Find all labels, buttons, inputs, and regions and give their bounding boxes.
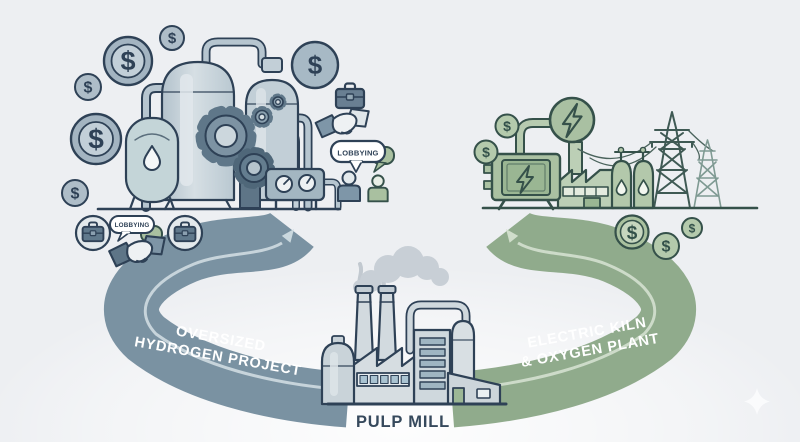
pulp-mill: PULP MILL xyxy=(320,246,508,431)
right-road-arrow-icon xyxy=(506,229,519,243)
briefcase-badge xyxy=(74,214,112,252)
dome-tank-large xyxy=(160,60,236,211)
mill-sawtooth-building xyxy=(350,346,416,406)
transmission-tower-icon xyxy=(693,139,722,209)
water-drop-icon xyxy=(615,179,628,196)
handshake-icon xyxy=(108,235,166,268)
dollar-coin-icon: $ xyxy=(614,214,650,250)
dollar-coin-icon: $ xyxy=(69,112,123,166)
electric-kiln-scene: $ $ $ $ $ xyxy=(473,96,759,260)
svg-text:$: $ xyxy=(71,186,80,203)
droplet-tank xyxy=(124,116,180,211)
svg-text:$: $ xyxy=(120,46,135,76)
mill-tall-building xyxy=(412,328,452,406)
svg-text:LOBBYING: LOBBYING xyxy=(337,149,378,158)
water-drop-icon xyxy=(637,179,650,196)
lobbying-speech-bubble: LOBBYING xyxy=(329,139,395,173)
briefcase-icon xyxy=(173,221,197,243)
handshake-icon xyxy=(314,108,370,139)
svg-text:LOBBYING: LOBBYING xyxy=(115,222,150,229)
svg-text:$: $ xyxy=(168,30,177,47)
briefcase-icon xyxy=(334,82,366,110)
briefcase-icon xyxy=(81,221,105,243)
hydrogen-plant-scene: $ $ $ $ $ $ xyxy=(61,25,395,268)
dollar-coin-icon: $ xyxy=(681,217,703,239)
lightning-circle-badge xyxy=(548,96,596,144)
dollar-coin-icon: $ xyxy=(652,232,680,260)
left-road-arrow-icon xyxy=(281,229,294,243)
oxygen-tank xyxy=(610,146,655,210)
gear-icon-small xyxy=(233,147,275,189)
mill-door xyxy=(452,387,465,405)
person-icon xyxy=(337,170,361,202)
dollar-coin-icon: $ xyxy=(290,40,340,90)
control-panel xyxy=(264,167,342,211)
lightning-icon xyxy=(561,102,583,139)
svg-text:$: $ xyxy=(662,239,671,256)
right-road xyxy=(449,210,696,428)
right-road-guide-line xyxy=(463,241,657,391)
svg-text:$: $ xyxy=(84,80,93,97)
dollar-coin-icon: $ xyxy=(61,179,89,207)
left-road xyxy=(104,210,351,428)
sparkle-icon xyxy=(744,388,770,415)
mill-window xyxy=(476,388,491,399)
left-road-guide-line xyxy=(143,241,337,391)
gear-icon-mini-2 xyxy=(269,93,287,111)
dollar-coin-icon: $ xyxy=(473,139,499,165)
briefcase-badge xyxy=(166,214,204,252)
mill-dome-tank xyxy=(320,335,356,406)
dollar-coin-icon: $ xyxy=(74,73,102,101)
svg-text:$: $ xyxy=(503,118,511,134)
gear-icon-large xyxy=(195,105,257,167)
dollar-coin-icon: $ xyxy=(159,25,185,51)
svg-text:$: $ xyxy=(689,222,696,236)
lightning-icon xyxy=(516,165,534,194)
smoke-cloud xyxy=(353,246,449,294)
dollar-coin-icon: $ xyxy=(494,113,520,139)
svg-text:$: $ xyxy=(627,223,638,244)
smokestack xyxy=(376,285,398,362)
mill-annex xyxy=(446,371,502,406)
gauge-icon-1 xyxy=(275,175,293,193)
dollar-coin-icon: $ xyxy=(102,35,154,87)
smokestack xyxy=(353,285,375,362)
electric-kiln xyxy=(483,152,562,211)
svg-text:$: $ xyxy=(88,124,104,155)
svg-text:$: $ xyxy=(482,144,490,160)
transmission-tower-icon xyxy=(649,111,695,209)
gauge-icon-2 xyxy=(298,174,316,192)
person-icon xyxy=(367,174,389,203)
pulp-mill-label: PULP MILL xyxy=(356,413,450,431)
gear-icon-mini-1 xyxy=(251,106,273,128)
water-drop-icon xyxy=(143,145,161,171)
svg-text:$: $ xyxy=(308,50,323,80)
